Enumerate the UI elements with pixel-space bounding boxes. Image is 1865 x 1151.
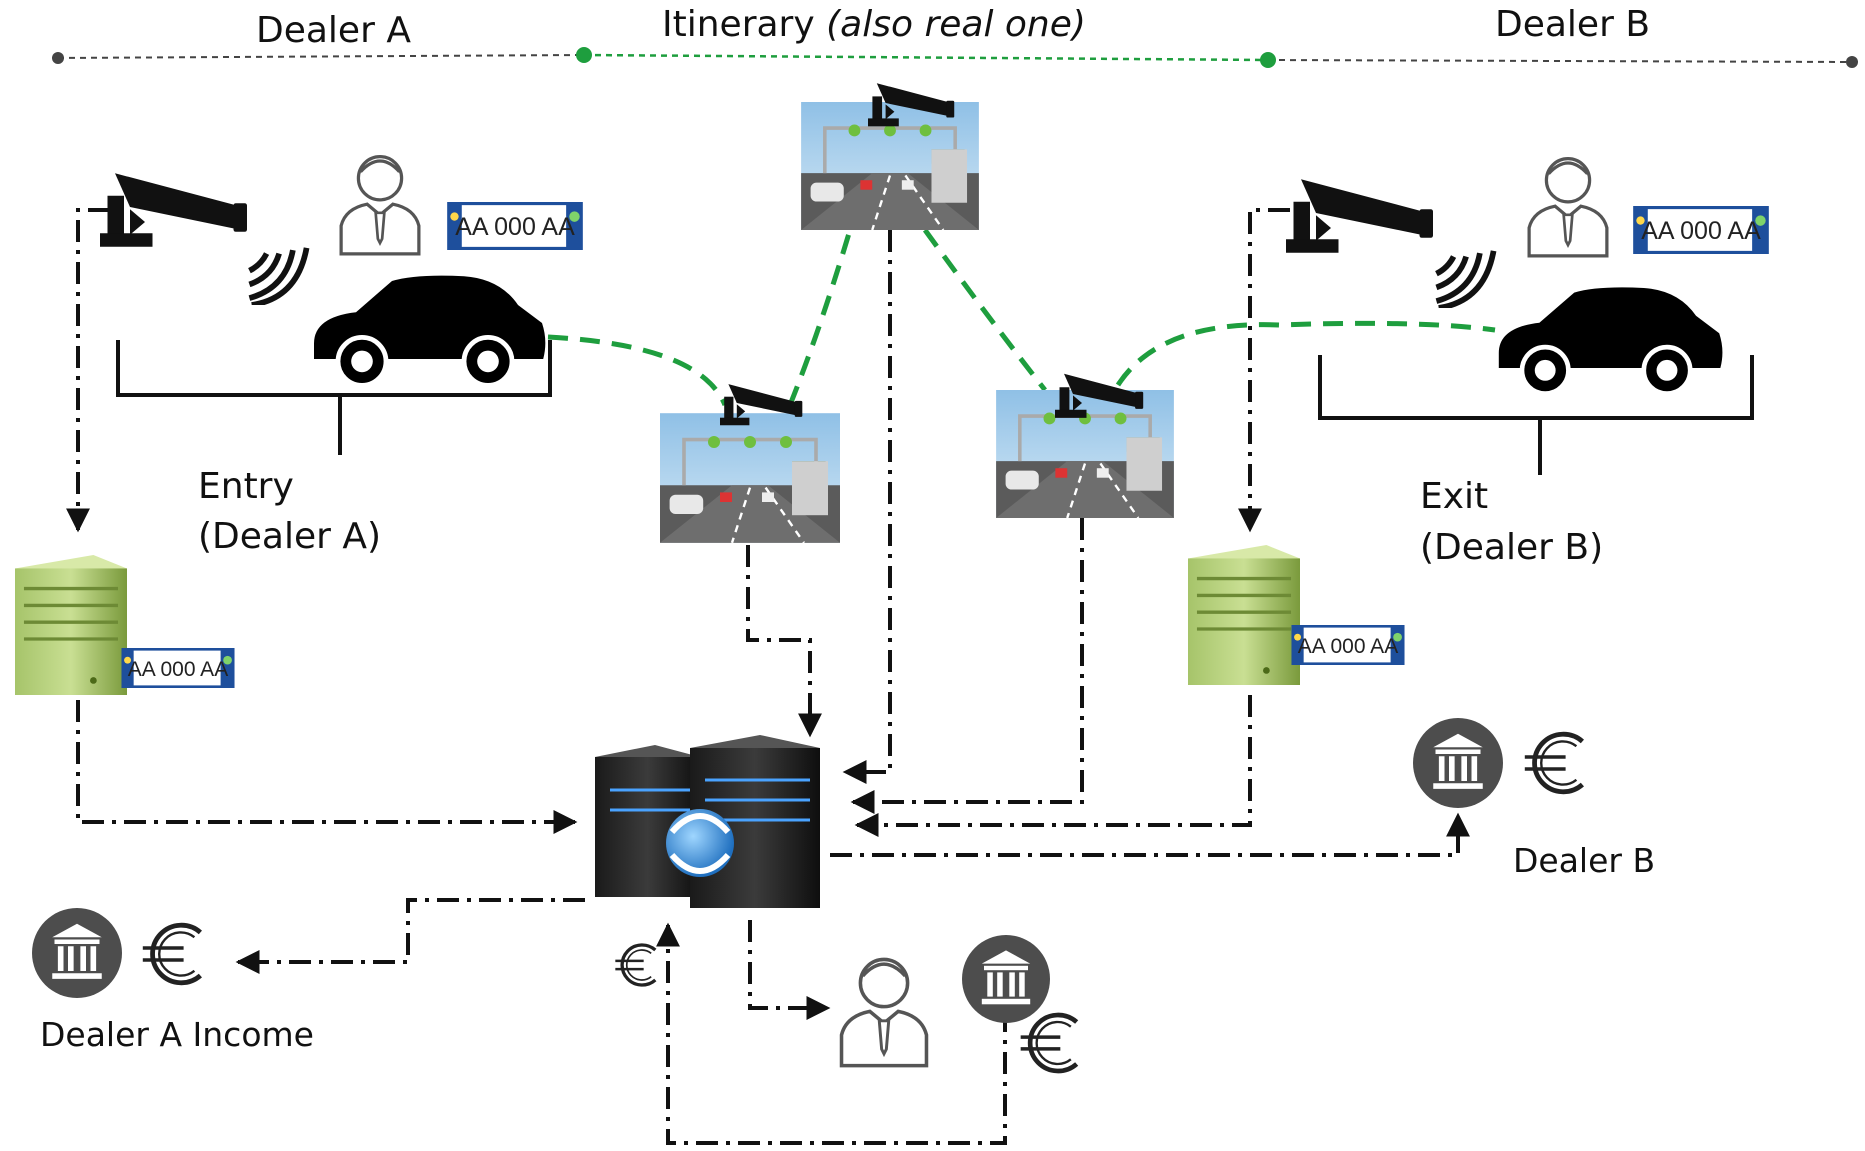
dealer-b-bank-icon — [1413, 718, 1503, 808]
gantry-right — [994, 373, 1176, 518]
dealer-a-server-icon — [13, 555, 129, 695]
dealer-a-server: AA 000 AA — [13, 555, 235, 695]
user-bank-icon — [962, 935, 1050, 1023]
itinerary-end-dot — [1260, 52, 1276, 68]
dealer-b-server: AA 000 AA — [1186, 545, 1405, 685]
dealer-b-header: Dealer B — [1495, 4, 1651, 45]
itinerary-path — [547, 228, 1496, 407]
exit-person-icon — [1527, 156, 1609, 258]
dealer-b-bank-label: Dealer B — [1513, 841, 1656, 880]
exit-dealer-label: (Dealer B) — [1420, 527, 1604, 568]
entry-license-plate-icon: AA 000 AA — [447, 202, 583, 250]
dealer-b-plate-text: AA 000 AA — [1298, 635, 1398, 658]
gantry-right-icon — [994, 390, 1176, 518]
user-euro-icon — [1021, 1015, 1077, 1071]
exit-rfid-signal-icon — [1436, 251, 1493, 308]
itinerary-start-dot — [576, 47, 592, 63]
central-server-icon — [595, 735, 820, 908]
dealer-a-bank-icon — [32, 908, 122, 998]
timeline-start-dot — [52, 52, 64, 64]
entry-person-icon — [339, 154, 421, 256]
gantry-top — [800, 83, 980, 230]
entry-label: Entry — [198, 466, 294, 507]
entry-dealer-label: (Dealer A) — [198, 516, 382, 557]
dealer-b-euro-icon — [1525, 734, 1583, 792]
exit-license-plate-icon: AA 000 AA — [1633, 206, 1769, 254]
entry-plate-text: AA 000 AA — [455, 213, 575, 241]
gantry-left-icon — [660, 413, 840, 543]
dealer-a-euro-icon — [143, 925, 201, 983]
itinerary-header: Itinerary (also real one) — [662, 4, 1086, 45]
exit-cctv-camera-icon — [1286, 179, 1433, 253]
dealer-a-header: Dealer A — [256, 10, 411, 51]
entry-rfid-signal-icon — [249, 248, 306, 305]
entry-car-icon — [314, 276, 545, 386]
entry-brace — [116, 340, 552, 455]
exit-label: Exit — [1420, 476, 1489, 517]
data-flow-lines — [66, 208, 1470, 1145]
exit-plate-text: AA 000 AA — [1641, 217, 1761, 245]
timeline — [52, 47, 1858, 68]
entry-cctv-camera-icon — [100, 173, 247, 247]
exit-brace — [1318, 355, 1754, 475]
timeline-end-dot — [1846, 56, 1858, 68]
dealer-a-plate-text: AA 000 AA — [128, 658, 228, 681]
gantry-left — [660, 384, 840, 543]
user-person-icon — [839, 957, 929, 1068]
itinerary-header-main: Itinerary — [662, 4, 827, 45]
dealer-b-server-icon — [1186, 545, 1302, 685]
exit-car-icon — [1499, 287, 1723, 393]
dealer-a-income-label: Dealer A Income — [40, 1015, 314, 1054]
itinerary-header-italic: (also real one) — [826, 4, 1086, 45]
central-euro-icon — [613, 943, 657, 987]
